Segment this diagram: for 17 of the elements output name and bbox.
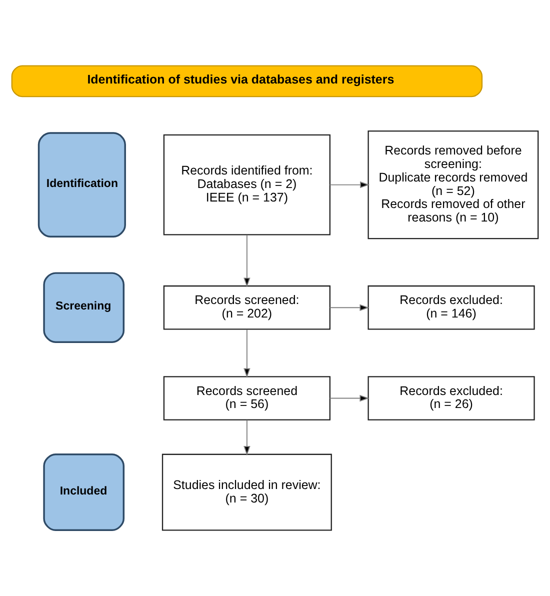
arrow <box>244 234 250 288</box>
arrow <box>329 181 370 188</box>
node-box: Identification of studies via databases and registers <box>11 65 483 98</box>
arrow <box>329 394 370 402</box>
node-box: Records excluded: (n = 146) <box>368 285 535 330</box>
node-box: Records screened (n = 56) <box>163 376 330 420</box>
node-box: Records removed before screening: Duplicate records removed (n = 52) Records removed of other reasons (n = 10) <box>368 130 539 240</box>
node-box: Identification <box>38 132 126 238</box>
arrow <box>329 304 370 311</box>
arrow <box>244 420 250 456</box>
node-box: Records identified from: Databases (n = 2) IEEE (n = 137) <box>163 134 330 236</box>
node-box: Included <box>43 454 125 532</box>
node-box: Records excluded: (n = 26) <box>368 376 535 420</box>
node-box: Screening <box>43 272 125 343</box>
node-box: Records screened: (n = 202) <box>163 285 330 330</box>
arrow <box>244 329 250 378</box>
node-box: Studies included in review: (n = 30) <box>162 454 332 531</box>
